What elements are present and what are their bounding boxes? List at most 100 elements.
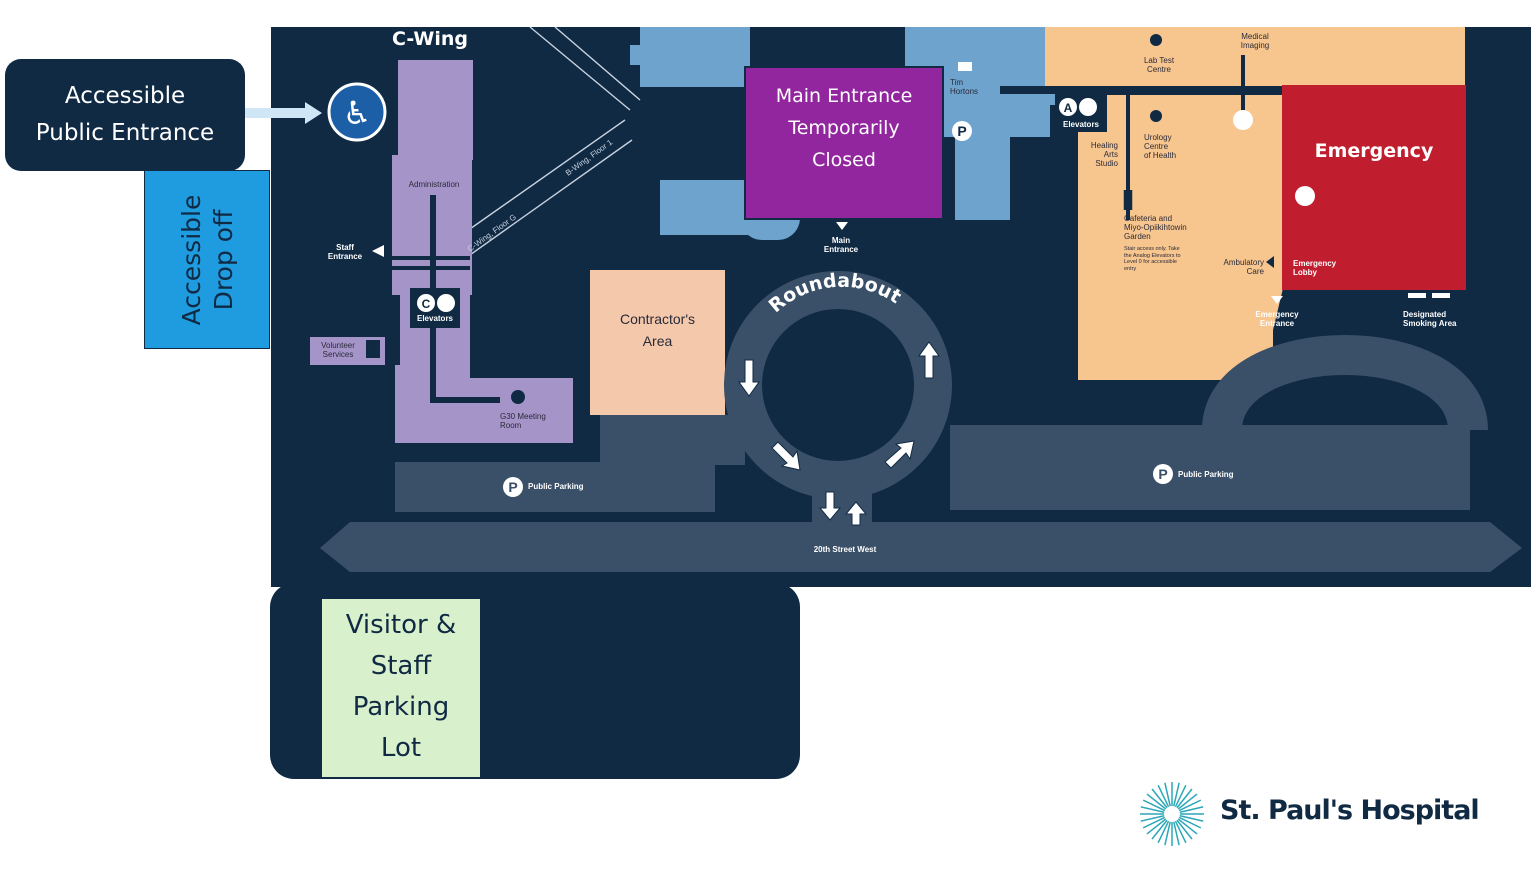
starburst-ray [1140, 806, 1165, 813]
public-parking-left-label: Public Parking [528, 482, 584, 491]
svg-text:♿: ♿ [343, 94, 372, 132]
starburst-ray [1151, 788, 1168, 809]
main-entrance-closed-callout: Main Entrance Temporarily Closed [745, 80, 943, 176]
street-label: 20th Street West [813, 545, 877, 554]
callout-line: Closed [812, 149, 876, 171]
svg-text:P: P [508, 479, 517, 495]
a-elevators-label: Elevators [1062, 120, 1100, 129]
starburst-ray [1179, 815, 1204, 822]
label-line: Cafeteria and [1124, 214, 1173, 223]
label-line: Care [1246, 267, 1264, 276]
label-line: Entrance [823, 245, 859, 254]
label-line: entry [1124, 265, 1137, 272]
microscope-icon [1150, 34, 1162, 46]
fork-knife-icon [1123, 190, 1133, 210]
label-line: Imaging [1240, 41, 1270, 50]
accessible-icon [327, 82, 387, 142]
label-line: Level 0 for accessible [1124, 259, 1177, 265]
clinical-area [1045, 27, 1465, 380]
label-line: Tim [950, 78, 964, 87]
svg-text:C: C [422, 297, 431, 311]
starburst-ray [1179, 806, 1204, 813]
volunteer-icon [366, 340, 380, 358]
visitor-staff-parking-callout: Visitor & Staff Parking Lot [322, 599, 480, 777]
starburst-ray [1177, 793, 1198, 810]
accessible-drop-off-callout: Accessible Drop off [144, 170, 270, 349]
label-line: Hortons [950, 87, 979, 96]
label-line: Studio [1095, 159, 1118, 168]
label-line: Smoking Area [1403, 319, 1457, 328]
svg-text:P: P [957, 123, 966, 139]
main-entrance-block [744, 66, 944, 220]
callout-line: Drop off [209, 209, 238, 311]
label-line: Arts [1103, 150, 1118, 159]
label-line: Emergency [1293, 259, 1337, 268]
label-line: of Health [1144, 151, 1177, 160]
starburst-ray [1173, 821, 1180, 846]
administration-label: Administration [408, 180, 460, 189]
callout-line: Parking [352, 692, 450, 722]
svg-text:A: A [1064, 101, 1073, 115]
starburst-ray [1146, 818, 1167, 835]
emergency-block [1282, 85, 1466, 290]
roads [320, 415, 1522, 572]
direction-arrow-icon [738, 341, 940, 526]
starburst-ray [1164, 821, 1171, 846]
parking-loop [1202, 335, 1488, 433]
label-line: Centre [1146, 65, 1171, 74]
label-line: Lobby [1293, 268, 1317, 277]
label-line: the Analog Elevators to [1124, 252, 1181, 259]
label-line: Main [831, 236, 851, 245]
starburst-ray [1164, 782, 1171, 807]
callout-line: Lot [380, 733, 422, 763]
starburst-ray [1178, 816, 1202, 829]
label-line: Area [642, 333, 673, 349]
label-line: Healing [1090, 141, 1118, 150]
label-line: Staff [336, 243, 354, 252]
callout-line: Temporarily [788, 117, 900, 139]
label-line: Lab Test [1143, 56, 1175, 65]
callout-line: Accessible [177, 194, 206, 326]
hospital-logo-name: St. Paul's Hospital [1220, 795, 1480, 826]
label-line: Centre [1144, 142, 1169, 151]
starburst-ray [1174, 784, 1187, 808]
c-elevators-label: Elevators [416, 314, 454, 323]
starburst-ray [1157, 784, 1170, 808]
starburst-ray [1146, 793, 1167, 810]
parking-icon [503, 121, 1173, 497]
starburst-ray [1173, 782, 1180, 807]
label-line: Volunteer [321, 341, 355, 350]
elevator-icon [417, 98, 1097, 312]
label-line: Garden [1124, 232, 1151, 241]
contractors-area-title: Contractor's Area [590, 308, 725, 352]
label-line: G30 Meeting [500, 412, 546, 421]
smoking-icon [1408, 293, 1426, 298]
label-line: Emergency [1255, 310, 1299, 319]
label-line: Room [500, 421, 522, 430]
label-line: Stair access only. Take [1124, 246, 1180, 252]
svg-text:P: P [1158, 466, 1167, 482]
public-parking-right-label: Public Parking [1178, 470, 1234, 479]
label-line: Miyo-Opiikihtowin [1124, 223, 1187, 232]
contractors-area-block [590, 270, 725, 415]
restroom-icon [1233, 110, 1315, 206]
starburst-ray [1178, 799, 1202, 812]
starburst-ray [1140, 815, 1165, 822]
meeting-room-icon [511, 390, 525, 404]
label-line: Contractor's [619, 311, 696, 327]
callout-line: Public Entrance [35, 120, 215, 146]
